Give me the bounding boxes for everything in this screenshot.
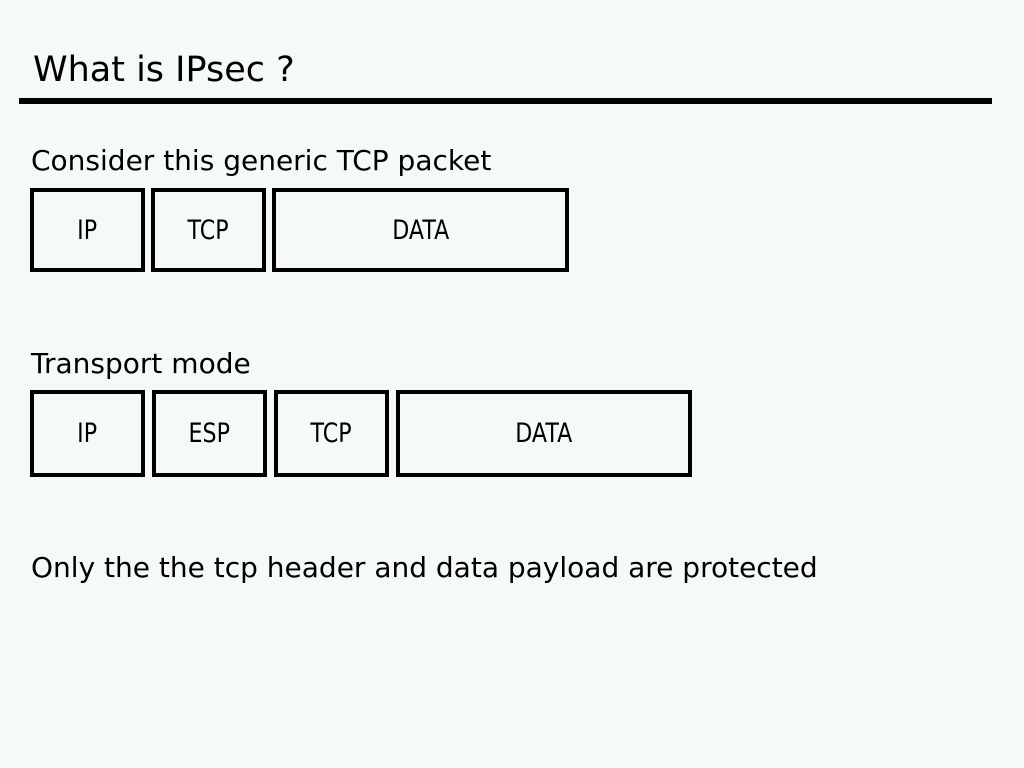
packet-segment-tcp: TCP (274, 390, 389, 477)
caption-transport-mode: Transport mode (31, 347, 251, 380)
packet-segment-data: DATA (396, 390, 692, 477)
slide-title: What is IPsec ? (33, 50, 295, 90)
packet-segment-esp: ESP (152, 390, 267, 477)
packet-segment-label: IP (77, 418, 98, 449)
packet-segment-label: TCP (310, 418, 353, 449)
packet-segment-ip: IP (30, 390, 145, 477)
packet-segment-tcp: TCP (151, 188, 266, 272)
packet-segment-label: TCP (187, 214, 230, 246)
title-underline (19, 98, 992, 104)
packet-segment-ip: IP (30, 188, 145, 272)
packet-segment-label: DATA (515, 418, 573, 449)
note-protected-scope: Only the the tcp header and data payload… (31, 551, 818, 584)
packet-segment-data: DATA (272, 188, 569, 272)
packet-diagram-generic: IP TCP DATA (30, 188, 569, 272)
packet-segment-label: IP (77, 214, 98, 246)
caption-generic-packet: Consider this generic TCP packet (31, 144, 492, 177)
packet-segment-label: ESP (188, 418, 231, 449)
packet-diagram-transport: IP ESP TCP DATA (30, 390, 692, 477)
packet-segment-label: DATA (391, 214, 450, 246)
